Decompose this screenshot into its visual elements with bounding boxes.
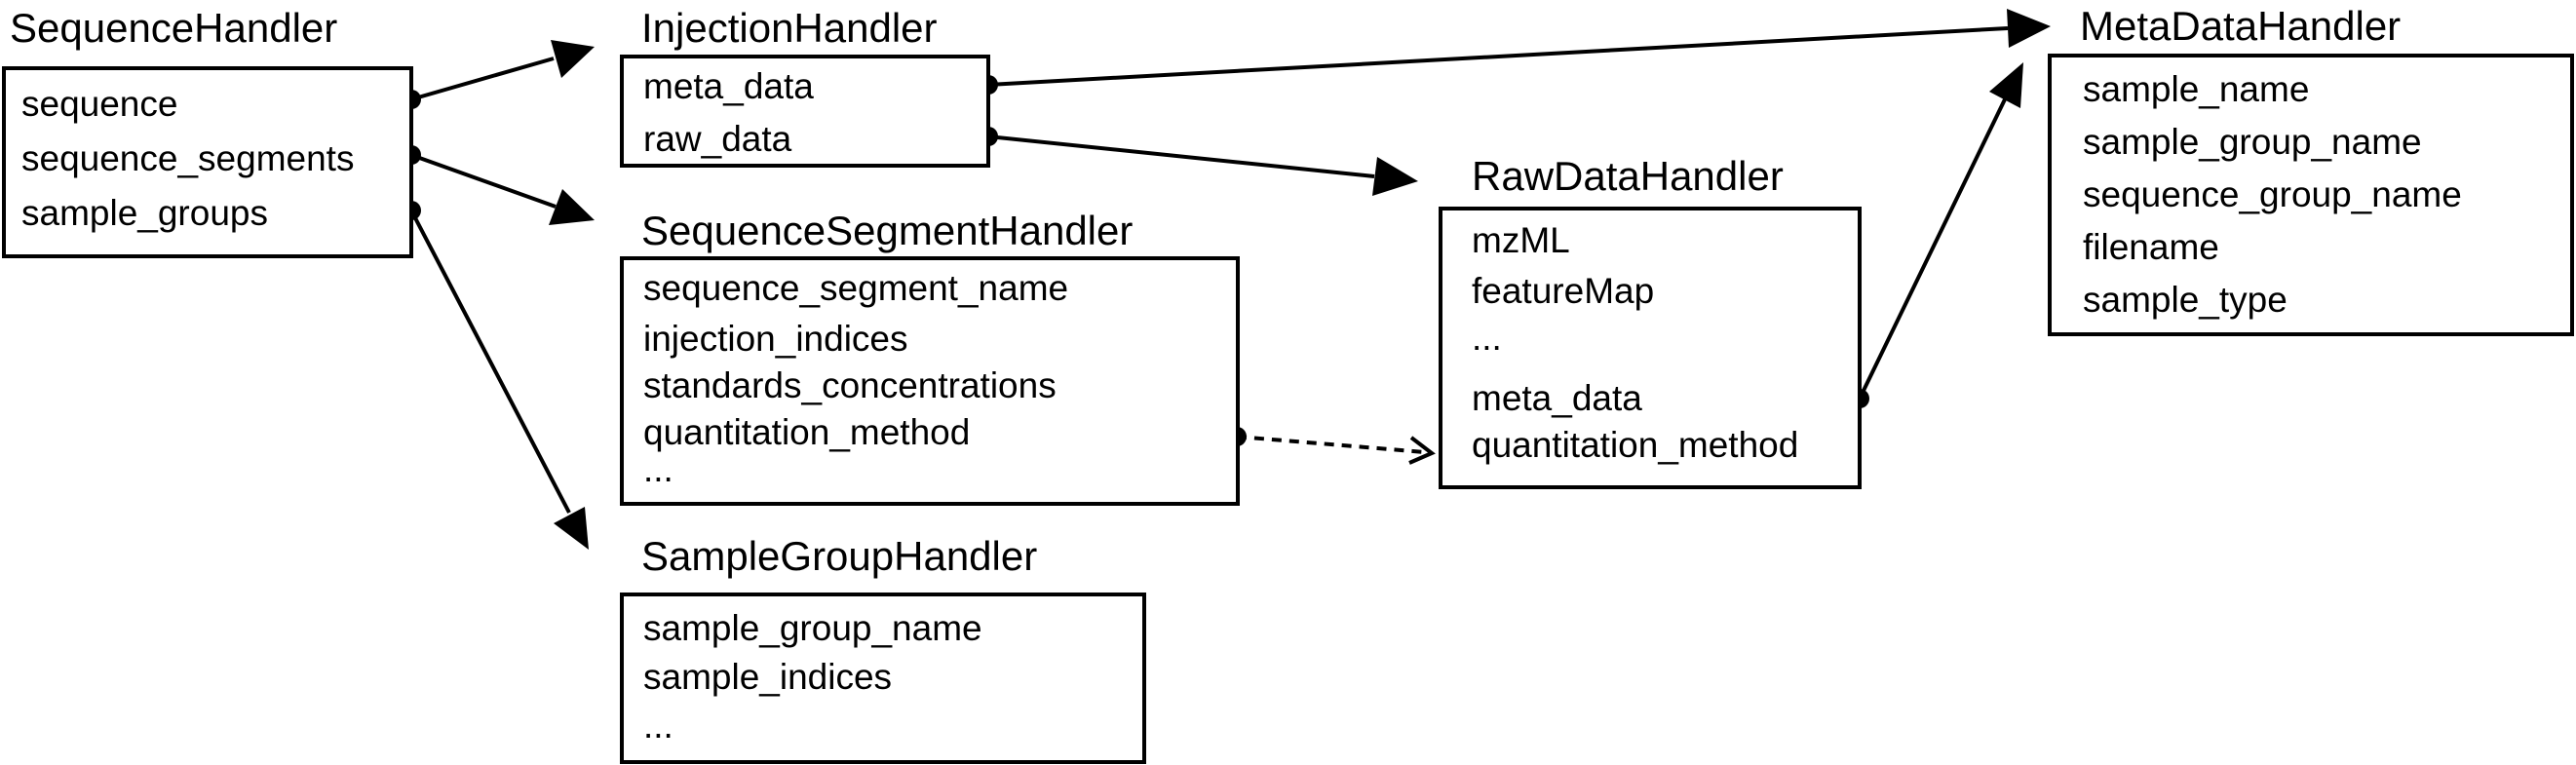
field-sample-group-ellipsis: ... <box>643 706 673 746</box>
meta-data-handler-title: MetaDataHandler <box>2080 3 2402 49</box>
field-filename: filename <box>2083 227 2219 267</box>
field-sample-indices: sample_indices <box>643 657 893 697</box>
meta-data-handler-box: sample_name sample_group_name sequence_g… <box>2048 54 2574 336</box>
field-segment-quantitation-method: quantitation_method <box>643 412 971 452</box>
edge-quantitation-method-dashed <box>1236 435 1426 454</box>
arrowhead-raw-data <box>1372 157 1418 196</box>
sequence-handler-title: SequenceHandler <box>10 5 338 51</box>
field-segment-ellipsis: ... <box>643 449 673 489</box>
arrowhead-injection <box>551 40 595 78</box>
field-sample-groups: sample_groups <box>21 193 268 233</box>
arrowhead-meta-data-from-injection <box>2007 9 2051 48</box>
edge-sample-groups-to-sample-group-handler <box>409 210 571 514</box>
field-sequence-segment-name: sequence_segment_name <box>643 268 1069 308</box>
edge-sequence-to-injection <box>410 57 555 101</box>
field-meta-sample-group-name: sample_group_name <box>2083 122 2422 162</box>
field-mzml: mzML <box>1472 220 1570 260</box>
field-standards-concentrations: standards_concentrations <box>643 365 1057 405</box>
sequence-handler-box: sequence sequence_segments sample_groups <box>2 66 413 258</box>
sequence-segment-handler-title: SequenceSegmentHandler <box>641 208 1134 253</box>
arrowhead-sample-group <box>554 507 589 550</box>
field-sequence: sequence <box>21 84 178 124</box>
field-raw-data-ellipsis: ... <box>1472 318 1502 358</box>
raw-data-handler-box: mzML featureMap ... meta_data quantitati… <box>1439 207 1862 489</box>
field-injection-raw-data: raw_data <box>643 119 792 159</box>
field-sample-group-name: sample_group_name <box>643 608 982 648</box>
edge-injection-raw-data-to-raw-data-handler <box>987 134 1375 178</box>
edge-injection-meta-data-to-meta-data-handler <box>987 26 2009 87</box>
sample-group-handler-box: sample_group_name sample_indices ... <box>620 593 1146 764</box>
injection-handler-title: InjectionHandler <box>641 5 938 51</box>
field-raw-data-quantitation-method: quantitation_method <box>1472 425 1799 465</box>
field-sequence-segments: sequence_segments <box>21 138 355 178</box>
field-sample-type: sample_type <box>2083 280 2288 320</box>
sample-group-handler-title: SampleGroupHandler <box>641 533 1038 579</box>
field-injection-indices: injection_indices <box>643 319 908 359</box>
open-arrowhead-quantitation-method <box>1408 436 1436 465</box>
arrowhead-sequence-segment <box>549 189 595 225</box>
field-sample-name: sample_name <box>2083 69 2310 109</box>
field-raw-data-meta-data: meta_data <box>1472 378 1642 418</box>
edge-sequence-segments-to-segment-handler <box>410 153 557 209</box>
field-sequence-group-name: sequence_group_name <box>2083 174 2462 214</box>
field-feature-map: featureMap <box>1472 271 1655 311</box>
field-injection-meta-data: meta_data <box>643 66 814 106</box>
arrowhead-meta-data-from-raw-data <box>1989 62 2023 108</box>
sequence-segment-handler-box: sequence_segment_name injection_indices … <box>620 256 1240 506</box>
raw-data-handler-title: RawDataHandler <box>1472 153 1784 199</box>
injection-handler-box: meta_data raw_data <box>620 55 990 168</box>
edge-raw-data-meta-data-to-meta-data-handler <box>1858 98 2007 400</box>
